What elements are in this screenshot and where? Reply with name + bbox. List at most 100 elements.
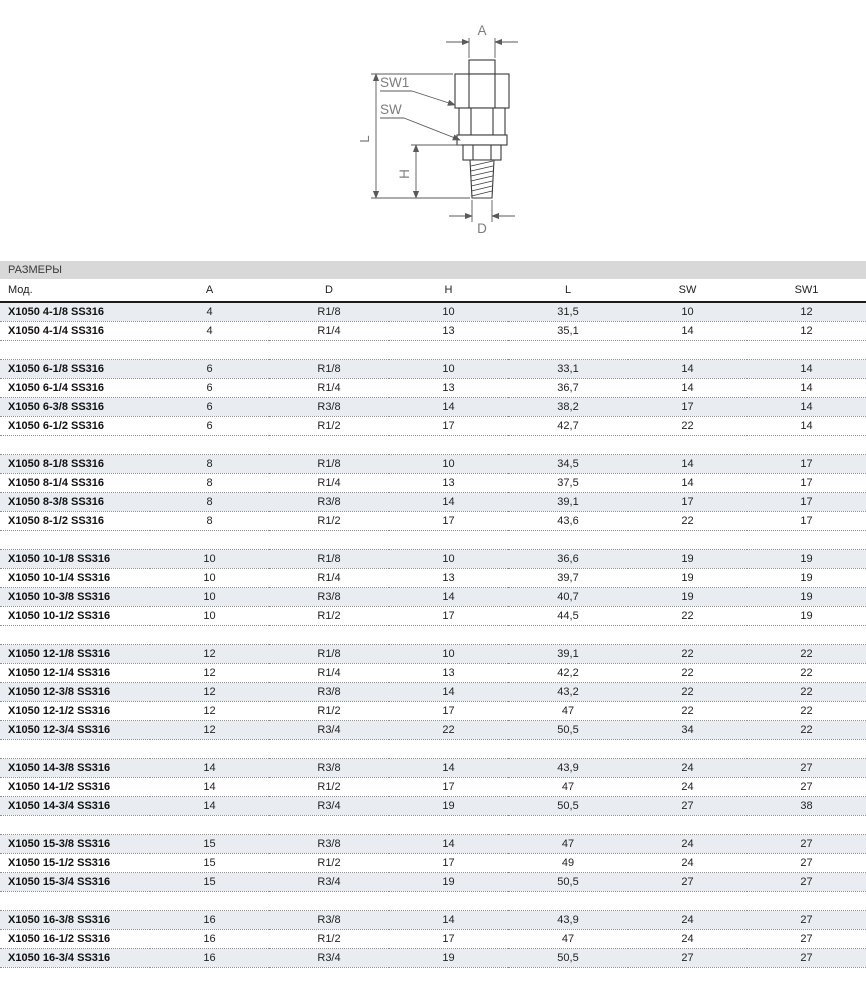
value-cell: 17 <box>389 416 508 436</box>
value-cell: 12 <box>150 644 269 664</box>
value-cell: 47 <box>508 834 628 854</box>
label-sw: SW <box>380 102 402 117</box>
value-cell: 19 <box>389 948 508 968</box>
value-cell: 39,1 <box>508 644 628 664</box>
model-cell: X1050 12-3/4 SS316 <box>0 720 150 740</box>
value-cell: 10 <box>150 606 269 626</box>
value-cell: 43,9 <box>508 910 628 930</box>
value-cell: 22 <box>628 663 747 683</box>
value-cell: 15 <box>150 872 269 892</box>
value-cell: 27 <box>747 758 866 778</box>
separator-cell <box>0 739 866 759</box>
model-cell: X1050 15-1/2 SS316 <box>0 853 150 873</box>
column-header: SW1 <box>747 279 866 303</box>
value-cell: 17 <box>389 511 508 531</box>
value-cell: R3/8 <box>269 492 389 512</box>
value-cell: 24 <box>628 834 747 854</box>
value-cell: 17 <box>747 492 866 512</box>
value-cell: R1/8 <box>269 302 389 322</box>
value-cell: 34,5 <box>508 454 628 474</box>
value-cell: 27 <box>628 796 747 816</box>
column-header: H <box>389 279 508 303</box>
value-cell: 27 <box>747 872 866 892</box>
value-cell: 19 <box>747 549 866 569</box>
value-cell: 19 <box>747 568 866 588</box>
separator-cell <box>0 530 866 550</box>
value-cell: R3/8 <box>269 397 389 417</box>
value-cell: 34 <box>628 720 747 740</box>
value-cell: 10 <box>150 549 269 569</box>
value-cell: 12 <box>747 302 866 322</box>
value-cell: 31,5 <box>508 302 628 322</box>
dimension-lines <box>371 38 518 222</box>
model-cell: X1050 4-1/4 SS316 <box>0 321 150 341</box>
value-cell: 42,7 <box>508 416 628 436</box>
value-cell: 14 <box>389 758 508 778</box>
value-cell: 22 <box>747 682 866 702</box>
value-cell: R1/4 <box>269 378 389 398</box>
model-cell: X1050 10-1/2 SS316 <box>0 606 150 626</box>
model-cell: X1050 10-3/8 SS316 <box>0 587 150 607</box>
value-cell: 17 <box>389 853 508 873</box>
value-cell: 12 <box>150 720 269 740</box>
value-cell: 27 <box>747 948 866 968</box>
value-cell: 22 <box>628 606 747 626</box>
value-cell: 27 <box>628 872 747 892</box>
value-cell: 33,1 <box>508 359 628 379</box>
model-cell: X1050 12-1/4 SS316 <box>0 663 150 683</box>
value-cell: 14 <box>628 473 747 493</box>
table-title: РАЗМЕРЫ <box>8 264 63 276</box>
value-cell: 15 <box>150 834 269 854</box>
value-cell: 12 <box>747 321 866 341</box>
model-cell: X1050 14-3/4 SS316 <box>0 796 150 816</box>
value-cell: 22 <box>628 682 747 702</box>
value-cell: 24 <box>628 910 747 930</box>
value-cell: 4 <box>150 321 269 341</box>
value-cell: 10 <box>389 454 508 474</box>
thread-hatching <box>470 160 494 197</box>
value-cell: 22 <box>628 644 747 664</box>
value-cell: 10 <box>389 549 508 569</box>
column-header: L <box>508 279 628 303</box>
value-cell: 14 <box>389 397 508 417</box>
value-cell: 14 <box>628 359 747 379</box>
value-cell: R1/4 <box>269 663 389 683</box>
label-a: A <box>477 23 486 38</box>
separator-cell <box>0 815 866 835</box>
value-cell: R1/2 <box>269 606 389 626</box>
fitting-diagram: A SW1 SW L H D <box>357 23 518 236</box>
model-cell: X1050 16-3/8 SS316 <box>0 910 150 930</box>
value-cell: R3/8 <box>269 682 389 702</box>
model-cell: X1050 6-1/4 SS316 <box>0 378 150 398</box>
value-cell: 19 <box>628 587 747 607</box>
value-cell: 19 <box>747 606 866 626</box>
value-cell: R3/8 <box>269 834 389 854</box>
value-cell: 50,5 <box>508 948 628 968</box>
value-cell: 10 <box>389 302 508 322</box>
value-cell: 8 <box>150 454 269 474</box>
value-cell: 40,7 <box>508 587 628 607</box>
value-cell: 10 <box>389 644 508 664</box>
table-title-bar: РАЗМЕРЫ <box>0 261 866 279</box>
value-cell: 19 <box>389 872 508 892</box>
value-cell: 27 <box>628 948 747 968</box>
value-cell: 6 <box>150 416 269 436</box>
model-cell: X1050 4-1/8 SS316 <box>0 302 150 322</box>
model-cell: X1050 16-3/4 SS316 <box>0 948 150 968</box>
separator-row <box>0 891 866 911</box>
